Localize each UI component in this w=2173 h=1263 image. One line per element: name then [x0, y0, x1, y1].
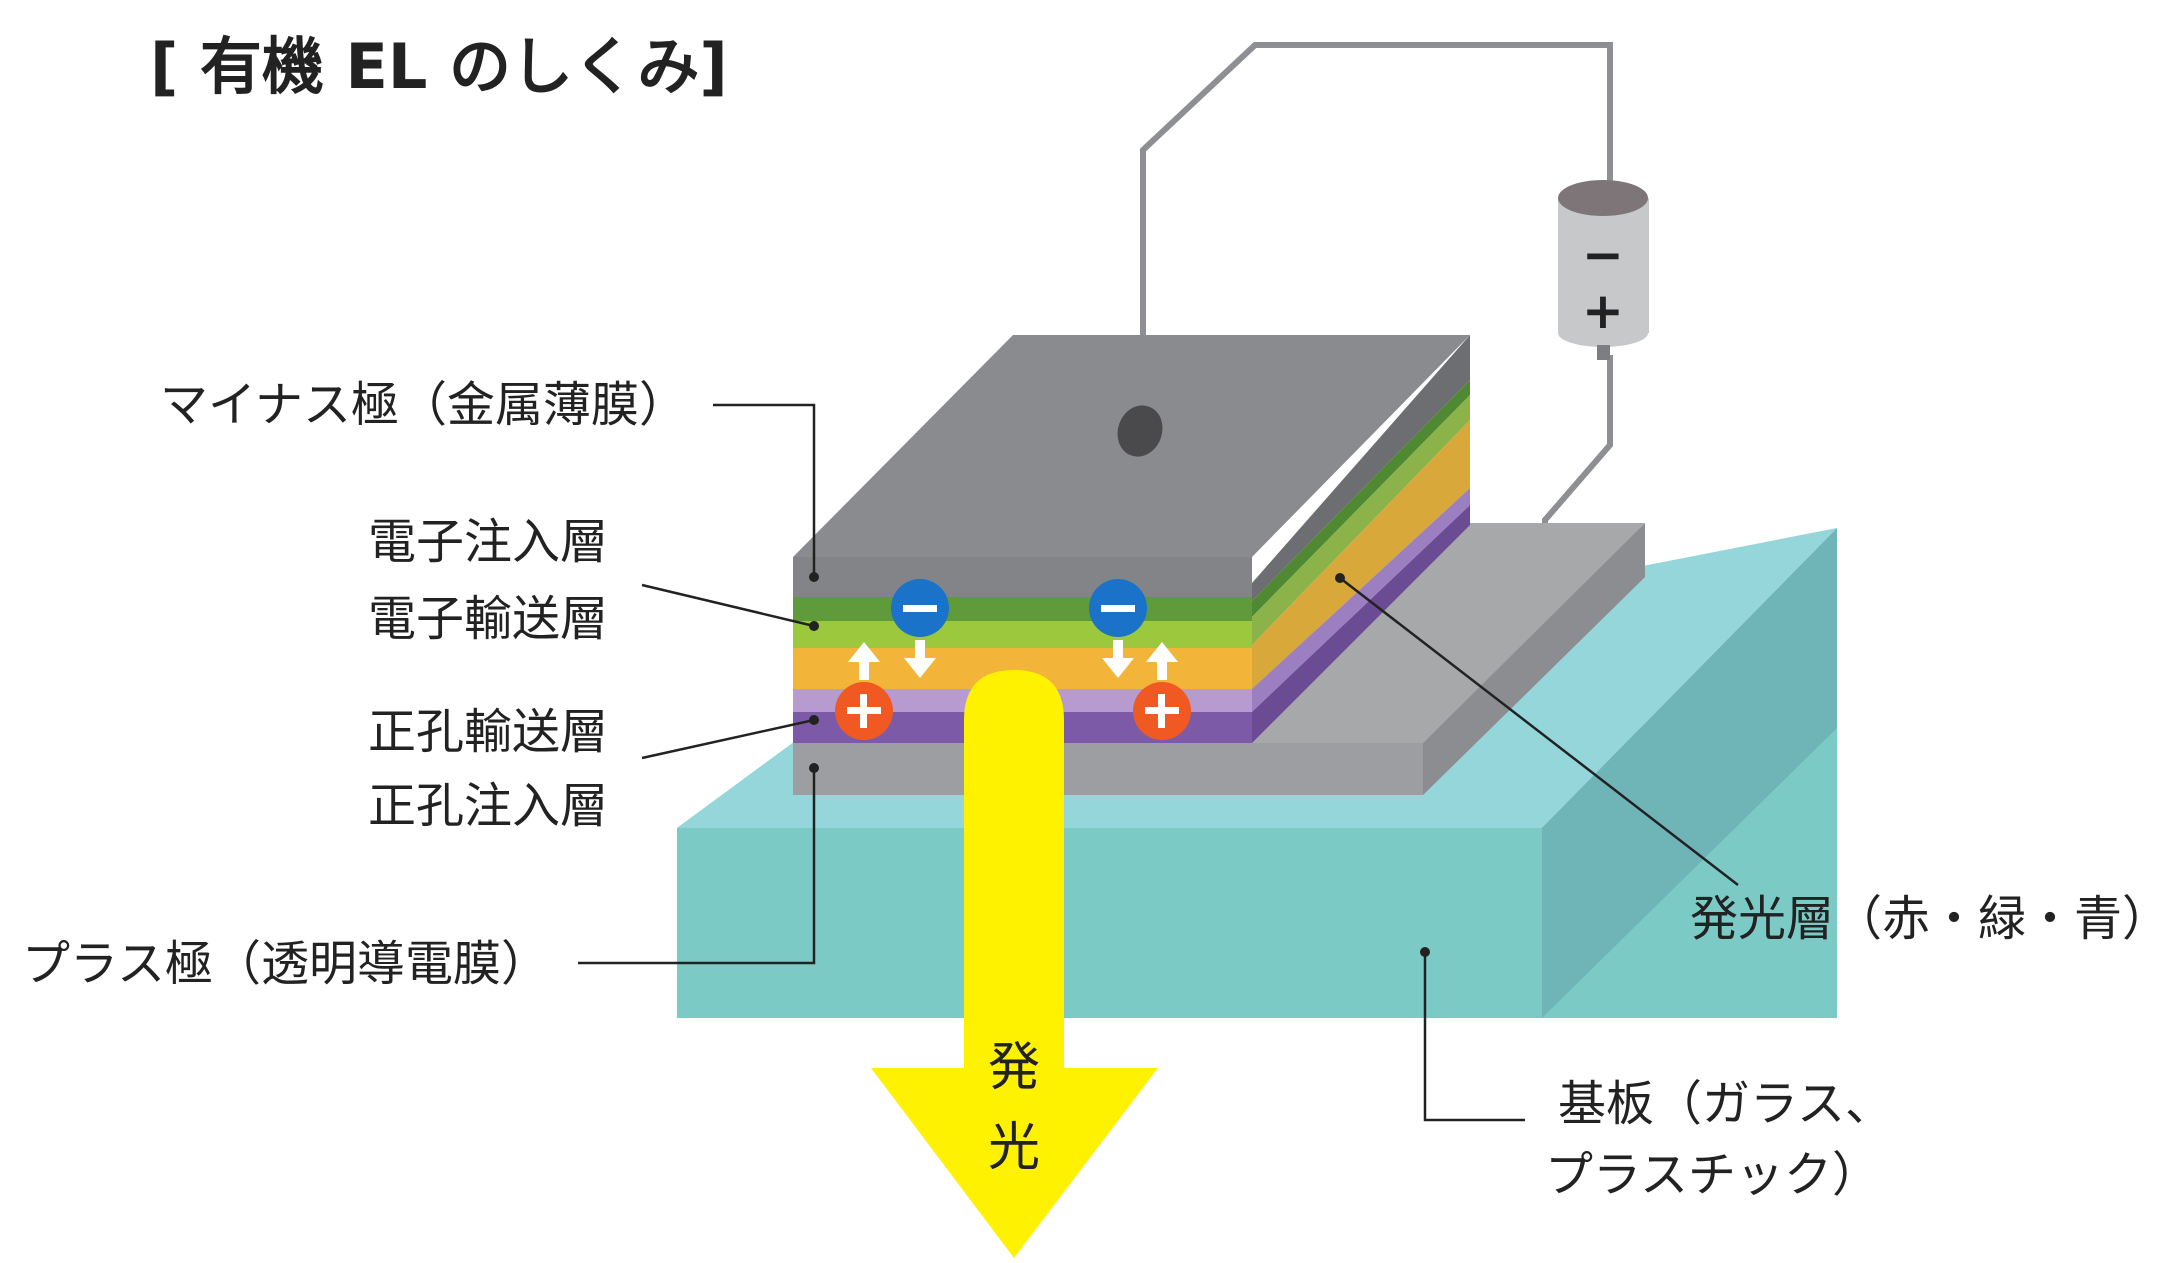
- electron-right: [1089, 579, 1147, 637]
- label-electron-transport: 電子輸送層: [368, 591, 608, 647]
- light-arrow-char-2: 光: [988, 1118, 1040, 1178]
- cathode-contact: [1117, 405, 1163, 457]
- label-substrate-line2: プラスチック）: [1545, 1147, 1880, 1203]
- label-substrate-line1: 基板（ガラス、: [1558, 1076, 1893, 1132]
- label-cathode: マイナス極（金属薄膜）: [160, 377, 687, 433]
- hole-up-arrow-right: [1146, 642, 1178, 680]
- electron-transport-front: [793, 621, 1252, 648]
- label-electron-injection: 電子注入層: [368, 514, 608, 570]
- electron-injection-front: [793, 597, 1252, 621]
- hole-left: [835, 682, 893, 740]
- diagram-title: [ 有機 EL のしくみ]: [150, 30, 728, 103]
- battery: − +: [1558, 180, 1649, 360]
- hole-up-arrow-left: [848, 642, 880, 680]
- label-hole-transport: 正孔輸送層: [368, 704, 608, 760]
- light-emission-arrow: 発 光: [871, 670, 1158, 1258]
- label-hole-injection: 正孔注入層: [368, 778, 608, 834]
- electron-down-arrow-right: [1102, 640, 1134, 678]
- label-emissive: 発光層（赤・緑・青）: [1690, 891, 2170, 947]
- layer-stack-side: [1252, 335, 1470, 743]
- hole-right: [1133, 682, 1191, 740]
- light-arrow-char-1: 発: [988, 1038, 1040, 1098]
- battery-minus-sign: −: [1582, 226, 1624, 284]
- electron-left: [891, 579, 949, 637]
- cathode-front: [793, 557, 1252, 597]
- electron-down-arrow-left: [904, 640, 936, 678]
- leader-lines: [578, 403, 1739, 1122]
- label-anode: プラス極（透明導電膜）: [22, 936, 549, 992]
- battery-plus-sign: +: [1582, 282, 1624, 340]
- charge-carriers: [835, 579, 1191, 740]
